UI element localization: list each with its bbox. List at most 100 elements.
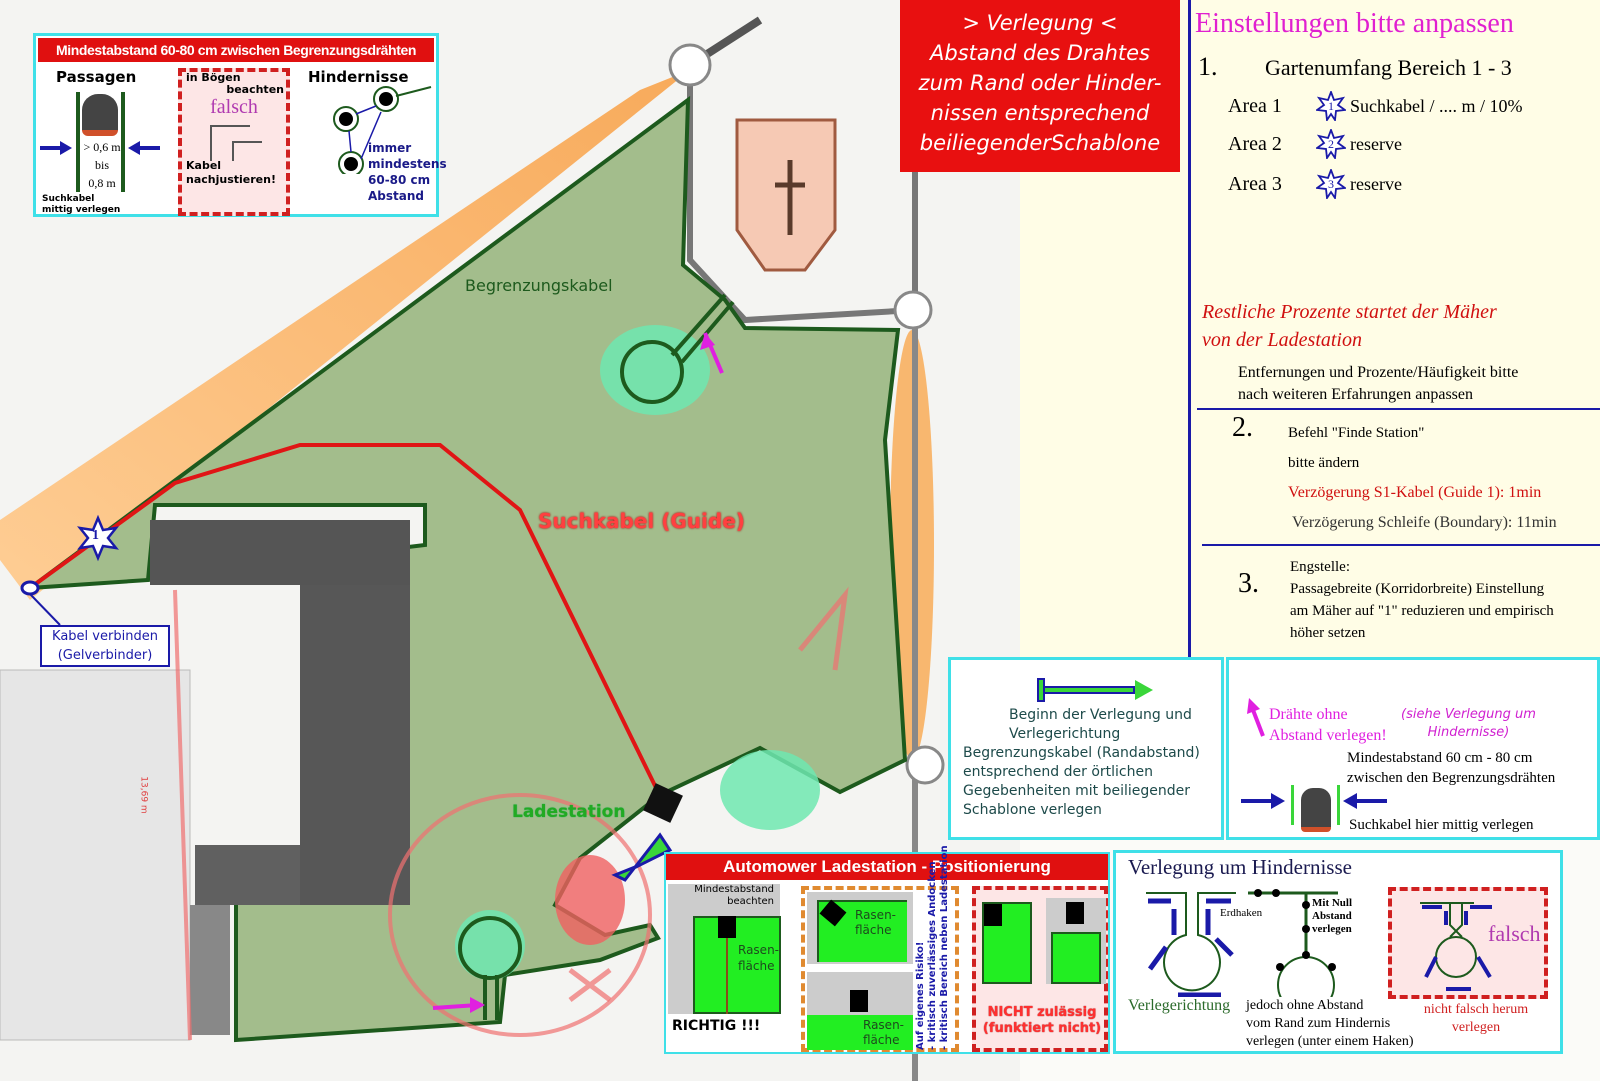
adjust-note: Entfernungen und Prozente/Häufigkeit bit… <box>1238 364 1519 381</box>
zero-note: verlegen <box>1312 923 1352 935</box>
lawn-label: Rasen- <box>738 943 779 957</box>
obstacle-laying-box: Verlegung um Hindernisse Verlegerichtung… <box>1113 850 1563 1054</box>
section-2-number: 2. <box>1232 412 1253 443</box>
connector-label: Kabel verbinden (Gelverbinder) <box>40 625 170 667</box>
obstacles-diagram-icon <box>333 86 432 174</box>
station-label: Ladestation <box>512 802 626 822</box>
obstacles-note: 60-80 cm <box>368 173 431 187</box>
area-badge: 1 <box>1328 99 1334 113</box>
arrow-left-icon <box>128 141 160 155</box>
distance-title: Mindestabstand 60-80 cm zwischen Begrenz… <box>38 38 434 62</box>
start-direction-arrow <box>611 832 673 882</box>
laying-line: Abstand des Drahtes <box>930 41 1150 65</box>
curves-note: nachjustieren! <box>186 173 276 186</box>
section-1-title: Gartenumfang Bereich 1 - 3 <box>1265 55 1512 80</box>
star-icon: 3 <box>1316 169 1346 199</box>
however-note: verlegen (unter einem Haken) <box>1246 1034 1414 1049</box>
lawn-label: fläche <box>863 1033 900 1047</box>
area-1-star-icon <box>77 514 119 562</box>
area-label: Area 3 <box>1228 172 1282 195</box>
begin-line: Begrenzungskabel (Randabstand) <box>963 745 1200 761</box>
rest-note: Restliche Prozente startet der Mäher <box>1202 301 1497 323</box>
obstacles-note: mindestens <box>368 157 447 171</box>
risk-note: - kritisch Bereich neben Ladestation <box>939 845 950 1050</box>
lawn-label: Rasen- <box>863 1018 904 1032</box>
obstacles-note: Abstand <box>368 189 424 203</box>
area-list: Area 1 1 Suchkabel / .... m / 10% Area 2… <box>1228 88 1522 204</box>
wrong-note: verlegen <box>1451 1020 1501 1035</box>
measure-min: > 0,6 m <box>83 140 121 154</box>
divider <box>1197 408 1600 410</box>
not-allowed-example: NICHT zulässig (funktiert nicht) <box>972 886 1108 1052</box>
section-3-number: 3. <box>1238 568 1259 599</box>
lawn-label: Rasen- <box>855 908 896 922</box>
section-3-line: Engstelle: <box>1290 559 1350 575</box>
obstacles-note: immer <box>368 141 412 155</box>
measure-max: 0,8 m <box>88 176 116 190</box>
curves-title: in Bögen <box>186 71 241 84</box>
area-badge: 2 <box>1328 137 1334 151</box>
curves-title: beachten <box>226 83 284 96</box>
curves-wrong: falsch <box>210 96 258 118</box>
begin-line: Verlegerichtung <box>1009 726 1121 742</box>
see-note: (siehe Verlegung um <box>1401 707 1536 722</box>
laying-line: zum Rand oder Hinder- <box>918 71 1162 95</box>
divider <box>1188 0 1191 660</box>
guide-center-note: Suchkabel hier mittig verlegen <box>1349 817 1534 833</box>
guide-wire <box>28 443 664 801</box>
risk-note: - kritisch zuverlässiges Andocken <box>927 861 938 1050</box>
mower-icon <box>82 94 118 136</box>
wrong-label: falsch <box>1488 921 1541 946</box>
cross-marker <box>735 118 837 272</box>
arrow-right-icon <box>1241 793 1285 809</box>
zero-note: Mit Null <box>1312 897 1353 909</box>
correct-example: Mindestabstand beachten Rasen- fläche <box>668 884 781 1014</box>
area-1-number: 1 <box>92 528 99 543</box>
building-measure: 13,69 m <box>138 776 149 814</box>
section-3-line: höher setzen <box>1290 625 1366 641</box>
begin-laying-box: Beginn der Verlegung und Verlegerichtung… <box>948 657 1224 840</box>
risk-note: Auf eigenes Risiko! <box>915 941 926 1051</box>
connector-label-line: (Gelverbinder) <box>57 648 153 663</box>
however-note: jedoch ohne Abstand <box>1246 998 1364 1013</box>
adjust-note: nach weiteren Erfahrungen anpassen <box>1238 386 1473 403</box>
min-note: Mindestabstand <box>694 884 774 895</box>
hedge-diagonal <box>0 70 690 600</box>
wrong-diagram-icon <box>1420 902 1492 991</box>
curves-panel: in Bögen beachten falsch Kabel nachjusti… <box>178 68 290 216</box>
laying-line: nissen entsprechend <box>930 101 1150 125</box>
rest-note: von der Ladestation <box>1202 329 1362 351</box>
area-text: reserve <box>1350 133 1402 154</box>
laying-line: > Verlegung < <box>962 11 1118 35</box>
section-2-line: Befehl "Finde Station" <box>1288 425 1425 441</box>
no-gap-note: Drähte ohne <box>1269 706 1348 723</box>
house <box>0 669 191 1041</box>
tree-obstacle <box>458 916 522 980</box>
guide-delay: Verzögerung S1-Kabel (Guide 1): 1min <box>1288 484 1542 501</box>
section-3-line: Passagebreite (Korridorbreite) Einstellu… <box>1290 581 1545 597</box>
area-text: reserve <box>1350 173 1402 194</box>
zero-note: Abstand <box>1312 910 1352 922</box>
passagen-note: Suchkabel <box>42 194 95 204</box>
begin-line: Beginn der Verlegung und <box>1009 707 1192 723</box>
wire-distance-box: Drähte ohne Abstand verlegen! (siehe Ver… <box>1226 657 1600 840</box>
hooks-label: Erdhaken <box>1220 907 1263 919</box>
direction-diagram-icon <box>1146 892 1236 997</box>
section-3-line: am Mäher auf "1" reduzieren und empirisc… <box>1290 603 1554 619</box>
risk-example: Rasen-fläche Rasen-fläche Auf eigenes Ri… <box>801 845 959 1052</box>
measure-to: bis <box>94 158 109 172</box>
pond-obstacle <box>620 340 684 404</box>
distance-info-box: Mindestabstand 60-80 cm zwischen Begrenz… <box>33 33 447 217</box>
laying-line: beiliegenderSchablone <box>919 131 1161 155</box>
not-allowed-note: (funktiert nicht) <box>982 1021 1102 1036</box>
area-text: Suchkabel / .... m / 10% <box>1350 95 1523 116</box>
divider <box>1202 544 1600 546</box>
section-1-number: 1. <box>1198 52 1218 81</box>
laying-note-box: > Verlegung < Abstand des Drahtes zum Ra… <box>900 0 1180 172</box>
connector-point <box>20 580 40 596</box>
hooks-diagram-icon <box>1248 889 1338 997</box>
lawn-label: fläche <box>738 959 775 973</box>
magenta-arrow-icon <box>1247 698 1265 737</box>
passagen-note: mittig verlegen <box>42 205 121 215</box>
boundary-delay: Verzögerung Schleife (Boundary): 11min <box>1292 514 1557 531</box>
